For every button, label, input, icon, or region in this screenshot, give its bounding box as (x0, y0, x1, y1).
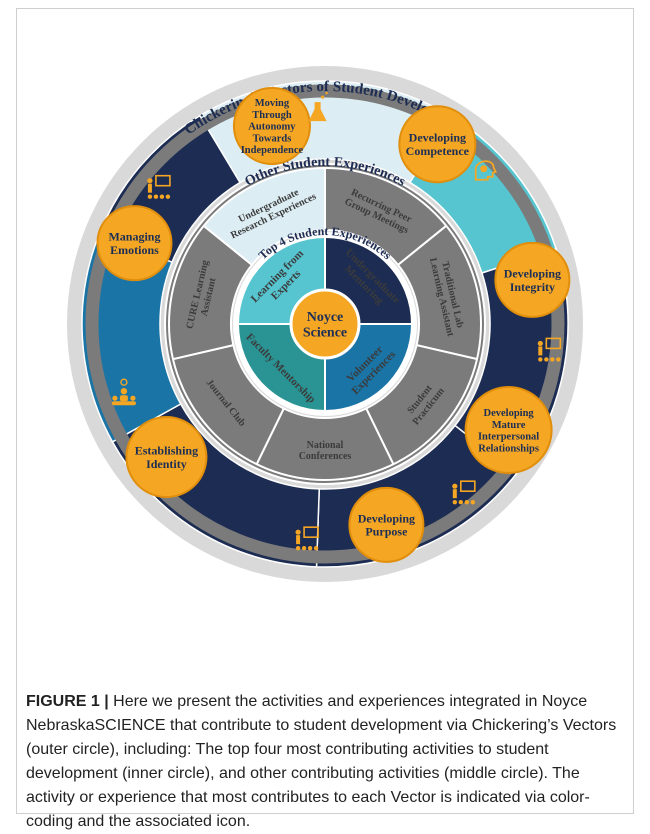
presenter-icon (295, 526, 319, 551)
vector-developing-integrity-bubble (494, 241, 571, 318)
vector-managing-emotions-label-line: Managing (108, 230, 160, 244)
flask-icon (308, 91, 328, 122)
vector-moving-through-autonomy-towards-independence-bubble (232, 86, 311, 165)
chickering-diagram: Chickering’s Vectors of Student Developm… (67, 66, 583, 582)
vector-establishing-identity-label-line: Identity (146, 457, 187, 471)
brain-head-icon (474, 160, 497, 181)
vector-developing-purpose-label-line: Purpose (365, 525, 408, 539)
center-label-line: Science (303, 326, 347, 341)
vector-developing-purpose-bubble (348, 486, 425, 563)
vector-developing-mature-interpersonal-relationships-bubble (464, 386, 553, 474)
vector-moving-through-autonomy-towards-independence-label-line: Moving (255, 98, 290, 109)
figure-label: FIGURE 1 | (26, 693, 109, 710)
vector-developing-integrity-label-line: Developing (504, 266, 561, 280)
inner-white-ring (233, 232, 417, 416)
presenter-icon (147, 174, 171, 199)
vector-establishing-identity-bubble (125, 416, 208, 499)
center-circle (289, 288, 361, 360)
vector-developing-competence-label-line: Developing (409, 131, 466, 145)
vector-developing-mature-interpersonal-relationships-label-line: Relationships (478, 443, 539, 454)
vector-moving-through-autonomy-towards-independence-label-line: Independence (241, 145, 304, 156)
vector-developing-mature-interpersonal-relationships-label-line: Interpersonal (478, 432, 539, 443)
middle-gray-band (166, 165, 484, 483)
team-icon (111, 378, 136, 406)
center-label-line: Noyce (307, 310, 344, 325)
caption-text: Here we present the activities and exper… (26, 693, 617, 830)
vector-developing-purpose-label-line: Developing (358, 511, 415, 525)
vector-moving-through-autonomy-towards-independence-label-line: Towards (253, 133, 292, 144)
vector-developing-competence-label-line: Competence (406, 144, 470, 158)
vector-moving-through-autonomy-towards-independence-label-line: Autonomy (248, 122, 296, 133)
vector-establishing-identity-label-line: Establishing (135, 444, 198, 458)
vector-developing-competence-bubble (398, 105, 477, 184)
experience-national-conferences-label-line: National (307, 440, 344, 451)
vector-developing-mature-interpersonal-relationships-label-line: Developing (484, 408, 535, 419)
presenter-icon (452, 480, 476, 505)
vector-developing-integrity-label-line: Integrity (510, 280, 555, 294)
figure-caption: FIGURE 1 | Here we present the activitie… (26, 690, 626, 834)
vector-developing-mature-interpersonal-relationships-label-line: Mature (492, 420, 526, 431)
vector-managing-emotions-label-line: Emotions (110, 243, 159, 257)
outer-gray-band (85, 84, 565, 564)
presenter-icon (537, 337, 562, 362)
experience-national-conferences-label-line: Conferences (299, 451, 352, 462)
vector-managing-emotions-bubble (96, 205, 173, 282)
vector-moving-through-autonomy-towards-independence-label-line: Through (252, 110, 292, 121)
